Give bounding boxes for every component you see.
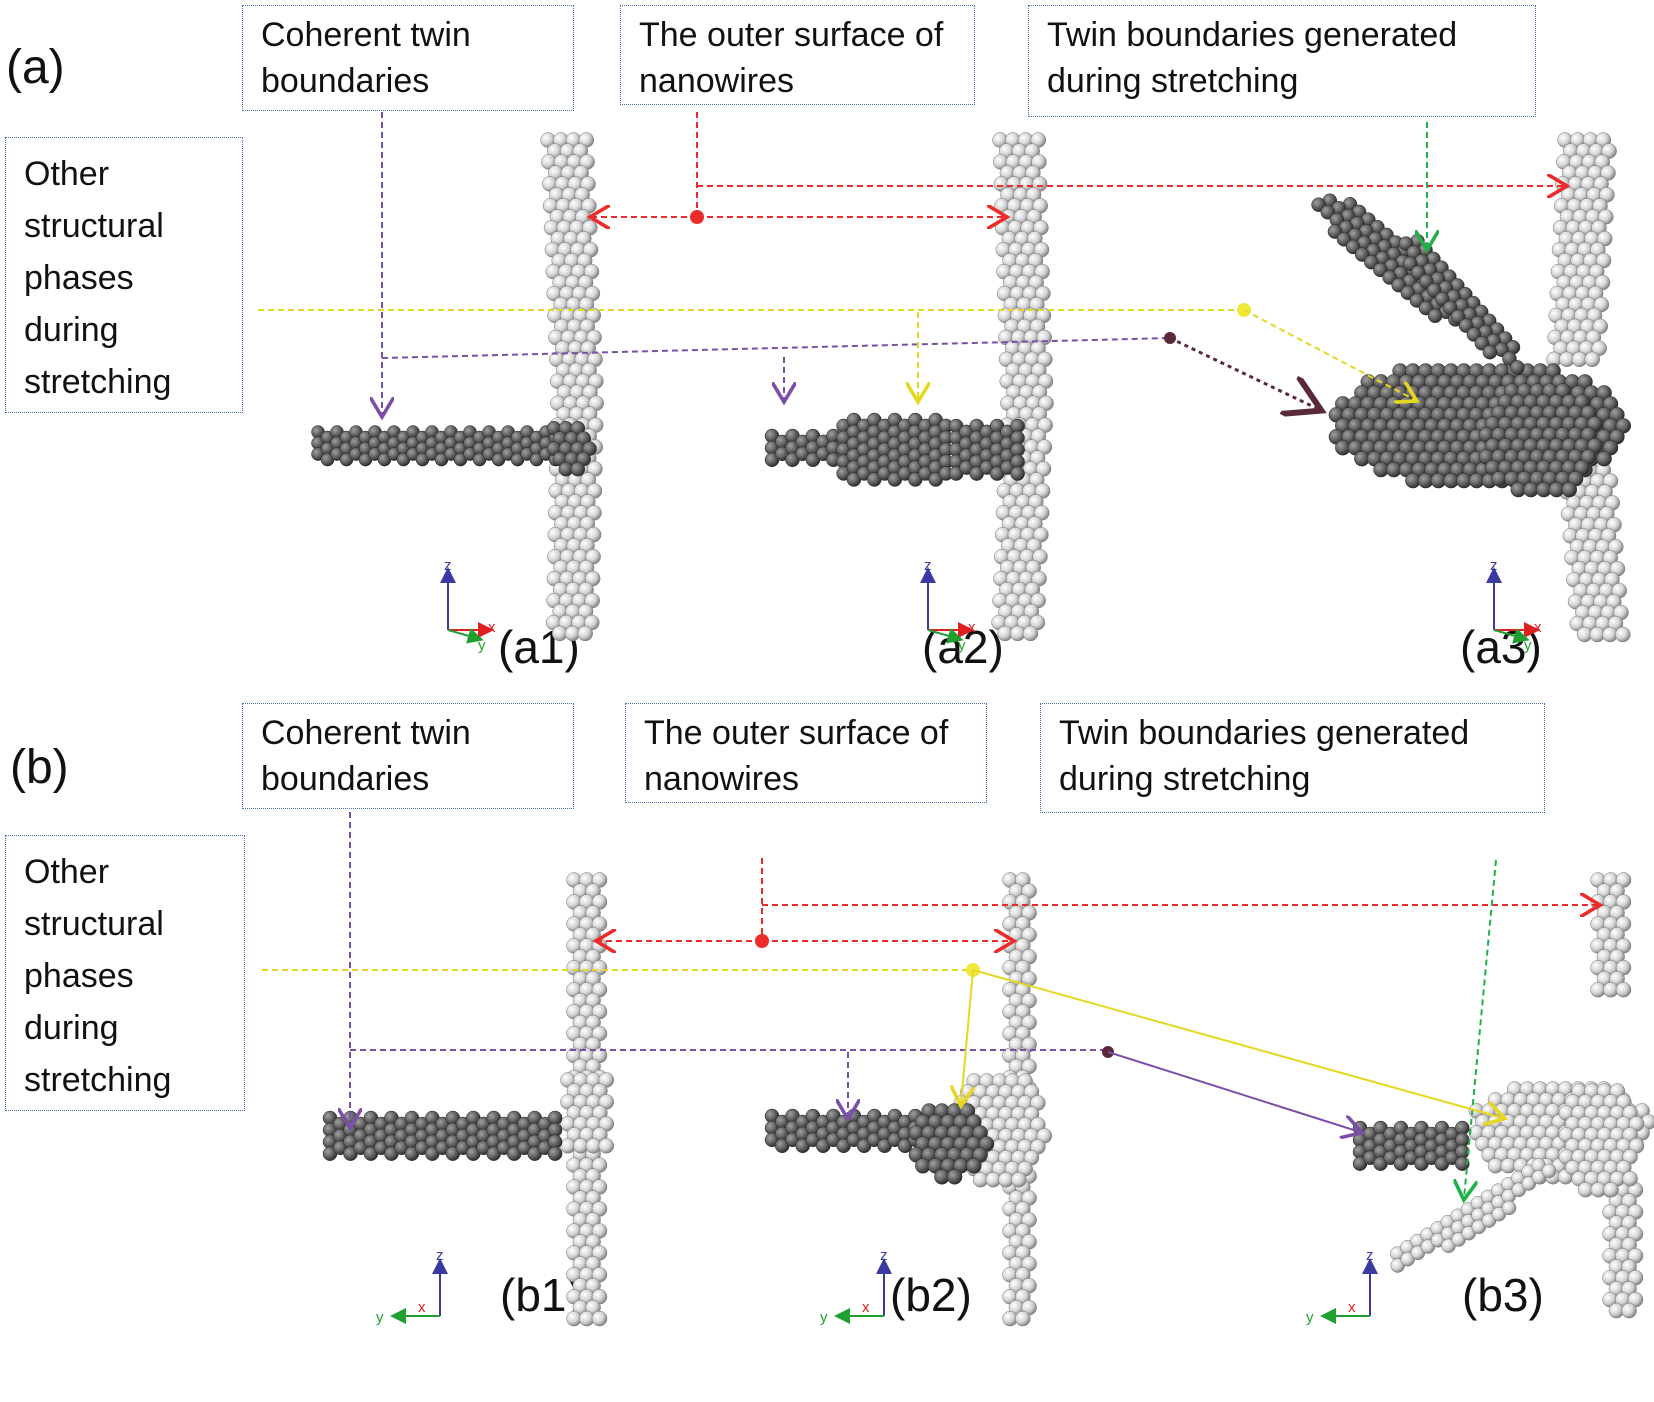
ctb-arrow-b3 xyxy=(1107,1051,1360,1132)
panel-b-surface-label: The outer surface of nanowires xyxy=(625,703,987,803)
y-axis-label: y xyxy=(376,1309,384,1326)
panel-a-ctb-label: Coherent twin boundaries xyxy=(242,5,574,111)
x-axis-label: x xyxy=(418,1299,426,1316)
ctb-label-text: Coherent twin boundaries xyxy=(261,714,471,798)
surface-label-text: The outer surface of nanowires xyxy=(639,16,944,100)
tbgen-arrow-b xyxy=(1464,859,1497,1198)
z-axis-label: z xyxy=(1490,557,1498,574)
surface-label-text: The outer surface of nanowires xyxy=(644,714,949,798)
subfigure-b2-label: (b2) xyxy=(890,1269,972,1321)
x-axis-label: x xyxy=(1348,1299,1356,1316)
tbgen-label-text: Twin boundaries generated during stretch… xyxy=(1047,16,1458,100)
y-axis-arrow xyxy=(1493,628,1530,644)
y-axis-label: y xyxy=(958,637,966,654)
panel-b-tbgen-label: Twin boundaries generated during stretch… xyxy=(1040,703,1545,813)
x-axis-label: x xyxy=(1534,619,1542,636)
panel-b-tag: (b) xyxy=(10,741,69,794)
ctb-arrow-a2 xyxy=(381,337,1171,359)
y-axis-arrow xyxy=(447,628,484,644)
panel-b-ctb-label: Coherent twin boundaries xyxy=(242,703,574,809)
other-arrow-b3 xyxy=(972,969,1503,1118)
panel-a-other-label: Other structural phases during stretchin… xyxy=(5,137,243,413)
x-axis-label: x xyxy=(968,619,976,636)
y-axis-arrow xyxy=(927,628,964,644)
other-arrow-b2 xyxy=(961,969,973,1104)
panel-a-tag: (a) xyxy=(6,41,65,94)
atom-structures xyxy=(311,132,1654,1327)
x-axis-label: x xyxy=(488,619,496,636)
z-axis-label: z xyxy=(880,1247,888,1264)
subfigure-b3-label: (b3) xyxy=(1462,1269,1544,1321)
z-axis-label: z xyxy=(1366,1247,1374,1264)
panel-a-surface-label: The outer surface of nanowires xyxy=(620,5,975,105)
y-axis-label: y xyxy=(1524,637,1532,654)
z-axis-label: z xyxy=(436,1247,444,1264)
ctb-arrow-a3 xyxy=(1169,336,1316,408)
x-axis-label: x xyxy=(862,1299,870,1316)
panel-a-tbgen-label: Twin boundaries generated during stretch… xyxy=(1028,5,1536,117)
ctb-label-text: Coherent twin boundaries xyxy=(261,16,471,100)
y-axis-label: y xyxy=(1306,1309,1314,1326)
other-label-text: Other structural phases during stretchin… xyxy=(24,853,172,1099)
other-label-text: Other structural phases during stretchin… xyxy=(24,155,172,401)
other-arrow-a3 xyxy=(1243,309,1415,400)
panel-b-other-label: Other structural phases during stretchin… xyxy=(5,835,245,1111)
z-axis-label: z xyxy=(444,557,452,574)
y-axis-label: y xyxy=(820,1309,828,1326)
annotation-arrows xyxy=(258,112,1598,1198)
y-axis-label: y xyxy=(478,637,486,654)
tbgen-label-text: Twin boundaries generated during stretch… xyxy=(1059,714,1470,798)
z-axis-label: z xyxy=(924,557,932,574)
